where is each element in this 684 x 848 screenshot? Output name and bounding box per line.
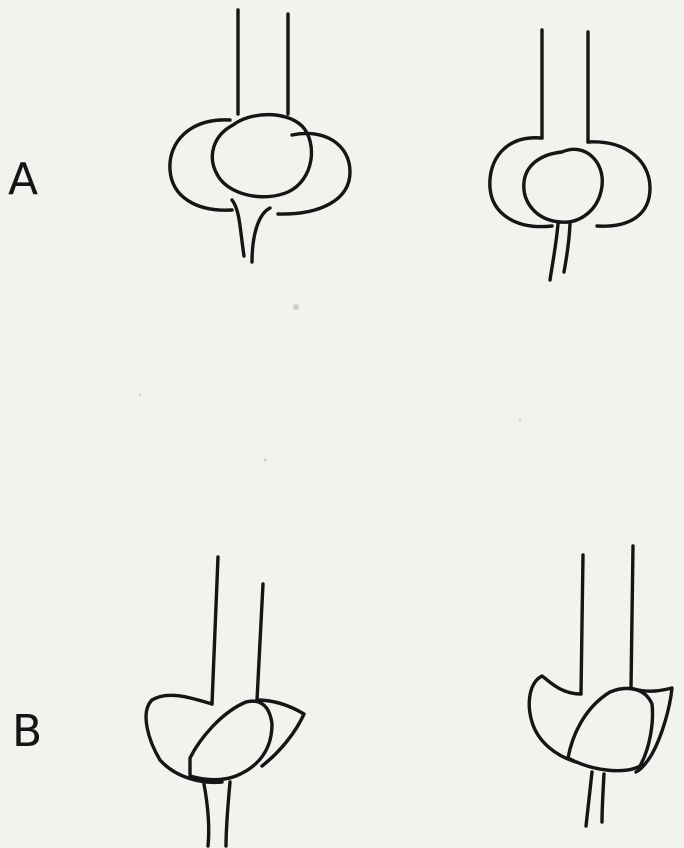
sketch-a-left (170, 10, 350, 262)
sketch-b-left (146, 557, 304, 846)
sketch-b-right (529, 546, 672, 826)
sketch-a-right (490, 30, 650, 280)
row-label-b: B (12, 706, 42, 757)
paper-texture (139, 304, 521, 462)
row-label-a: A (8, 154, 38, 205)
